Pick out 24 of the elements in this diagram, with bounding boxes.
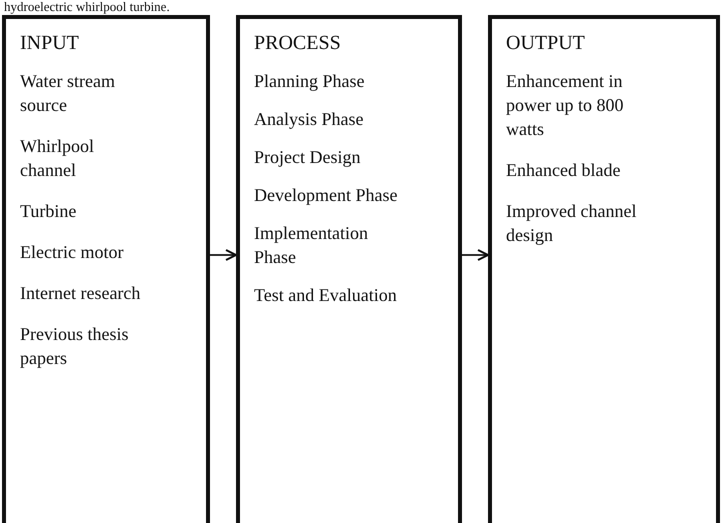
list-item: Water stream source	[20, 70, 116, 117]
list-item: Implementation Phase	[254, 222, 369, 269]
column-heading: PROCESS	[254, 31, 341, 55]
list-item: Turbine	[20, 200, 76, 223]
list-item: Analysis Phase	[254, 108, 364, 131]
list-item: Planning Phase	[254, 70, 364, 93]
list-item: Test and Evaluation	[254, 284, 397, 307]
list-item: Improved channel design	[506, 200, 638, 247]
list-item: Whirlpool channel	[20, 135, 95, 182]
column-box	[236, 15, 462, 523]
arrow	[462, 249, 489, 261]
caption-text: hydroelectric whirlpool turbine.	[4, 0, 170, 14]
list-item: Electric motor	[20, 241, 124, 264]
list-item: Enhanced blade	[506, 159, 620, 182]
list-item: Enhancement in power up to 800 watts	[506, 70, 624, 141]
column-box	[488, 15, 720, 523]
list-item: Project Design	[254, 146, 360, 169]
list-item: Internet research	[20, 282, 140, 305]
column-box	[2, 15, 210, 523]
column-heading: INPUT	[20, 31, 79, 55]
arrow	[210, 249, 237, 261]
column-heading: OUTPUT	[506, 31, 585, 55]
list-item: Development Phase	[254, 184, 398, 207]
list-item: Previous thesis papers	[20, 323, 130, 370]
